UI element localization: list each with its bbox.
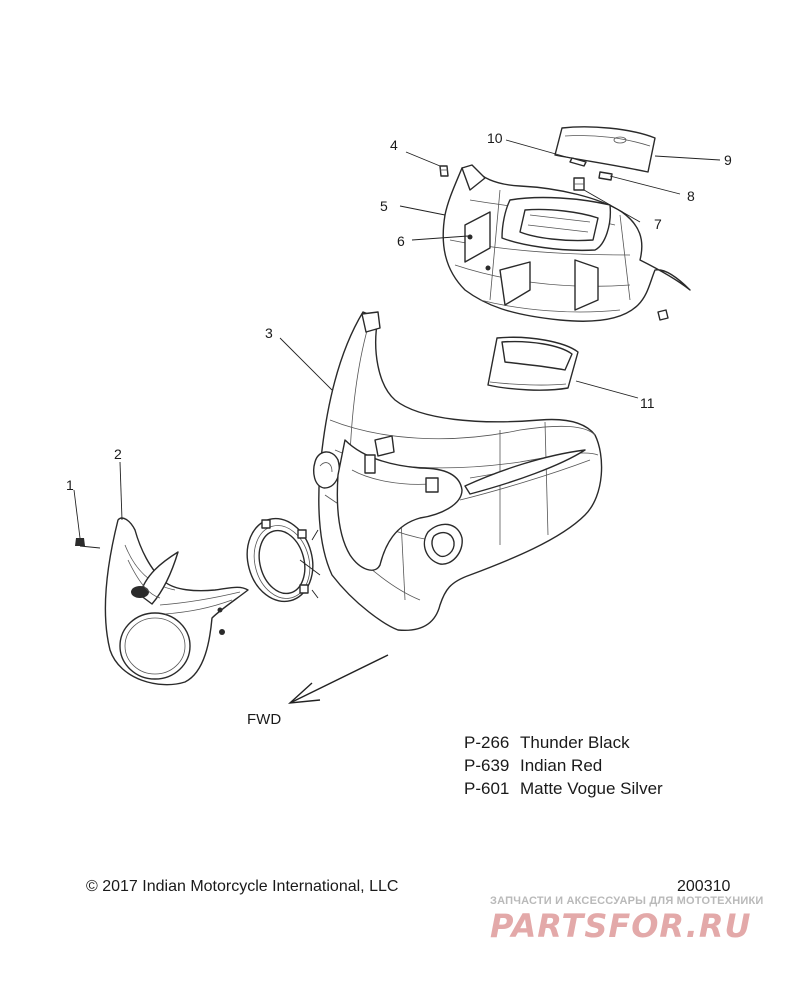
callout-6: 6	[397, 233, 405, 249]
callout-8: 8	[687, 188, 695, 204]
part-4-clip	[439, 165, 449, 177]
watermark-tagline: ЗАПЧАСТИ И АКСЕССУАРЫ ДЛЯ МОТОТЕХНИКИ	[490, 895, 764, 907]
paint-code: P-266	[464, 733, 510, 752]
forward-direction-arrow	[287, 654, 389, 704]
part-2-headlight-bezel	[104, 517, 249, 686]
callout-4: 4	[390, 137, 398, 153]
headlight-mounting-ring	[246, 517, 321, 603]
part-7-bracket	[573, 177, 585, 191]
callout-1: 1	[66, 477, 74, 493]
part-10-screw	[569, 157, 587, 167]
part-8-fastener	[598, 171, 613, 181]
copyright-notice: © 2017 Indian Motorcycle International, …	[86, 878, 399, 895]
fairing-screw-right	[657, 309, 669, 321]
paint-code-legend: P-266 Thunder Black P-639 Indian Red P-601…	[464, 731, 663, 800]
callout-3: 3	[265, 325, 273, 341]
callout-10: 10	[487, 130, 503, 146]
callout-9: 9	[724, 152, 732, 168]
document-number: 200310	[677, 878, 731, 895]
leader-lines	[73, 139, 721, 539]
callout-7: 7	[654, 216, 662, 232]
paint-code-row: P-639 Indian Red	[464, 754, 663, 777]
paint-color-name: Indian Red	[520, 756, 603, 775]
paint-code: P-601	[464, 779, 510, 798]
part-1-screw	[75, 538, 101, 549]
part-9-cover	[554, 126, 656, 173]
part-3-outer-fairing	[313, 311, 603, 632]
paint-code-row: P-601 Matte Vogue Silver	[464, 777, 663, 800]
watermark-logo: PARTSFOR.RU	[490, 907, 752, 945]
callout-11: 11	[640, 395, 655, 411]
part-11-storage-pocket	[487, 336, 579, 391]
callout-5: 5	[380, 198, 388, 214]
paint-code: P-639	[464, 756, 510, 775]
paint-color-name: Thunder Black	[520, 733, 630, 752]
paint-code-row: P-266 Thunder Black	[464, 731, 663, 754]
fwd-label: FWD	[247, 711, 281, 728]
paint-color-name: Matte Vogue Silver	[520, 779, 663, 798]
callout-2: 2	[114, 446, 122, 462]
part-5-inner-fairing	[442, 164, 691, 322]
